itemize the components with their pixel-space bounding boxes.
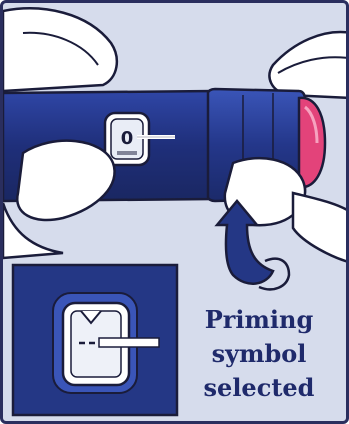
right-hand-upper <box>269 32 349 98</box>
left-hand-upper <box>3 8 117 91</box>
caption-line-3: selected <box>189 371 329 405</box>
caption: Priming symbol selected <box>189 303 329 405</box>
dose-window-closeup <box>13 265 177 415</box>
dose-window-number: 0 <box>121 128 134 149</box>
caption-line-1: Priming <box>189 303 329 337</box>
caption-line-2: symbol <box>189 337 329 371</box>
